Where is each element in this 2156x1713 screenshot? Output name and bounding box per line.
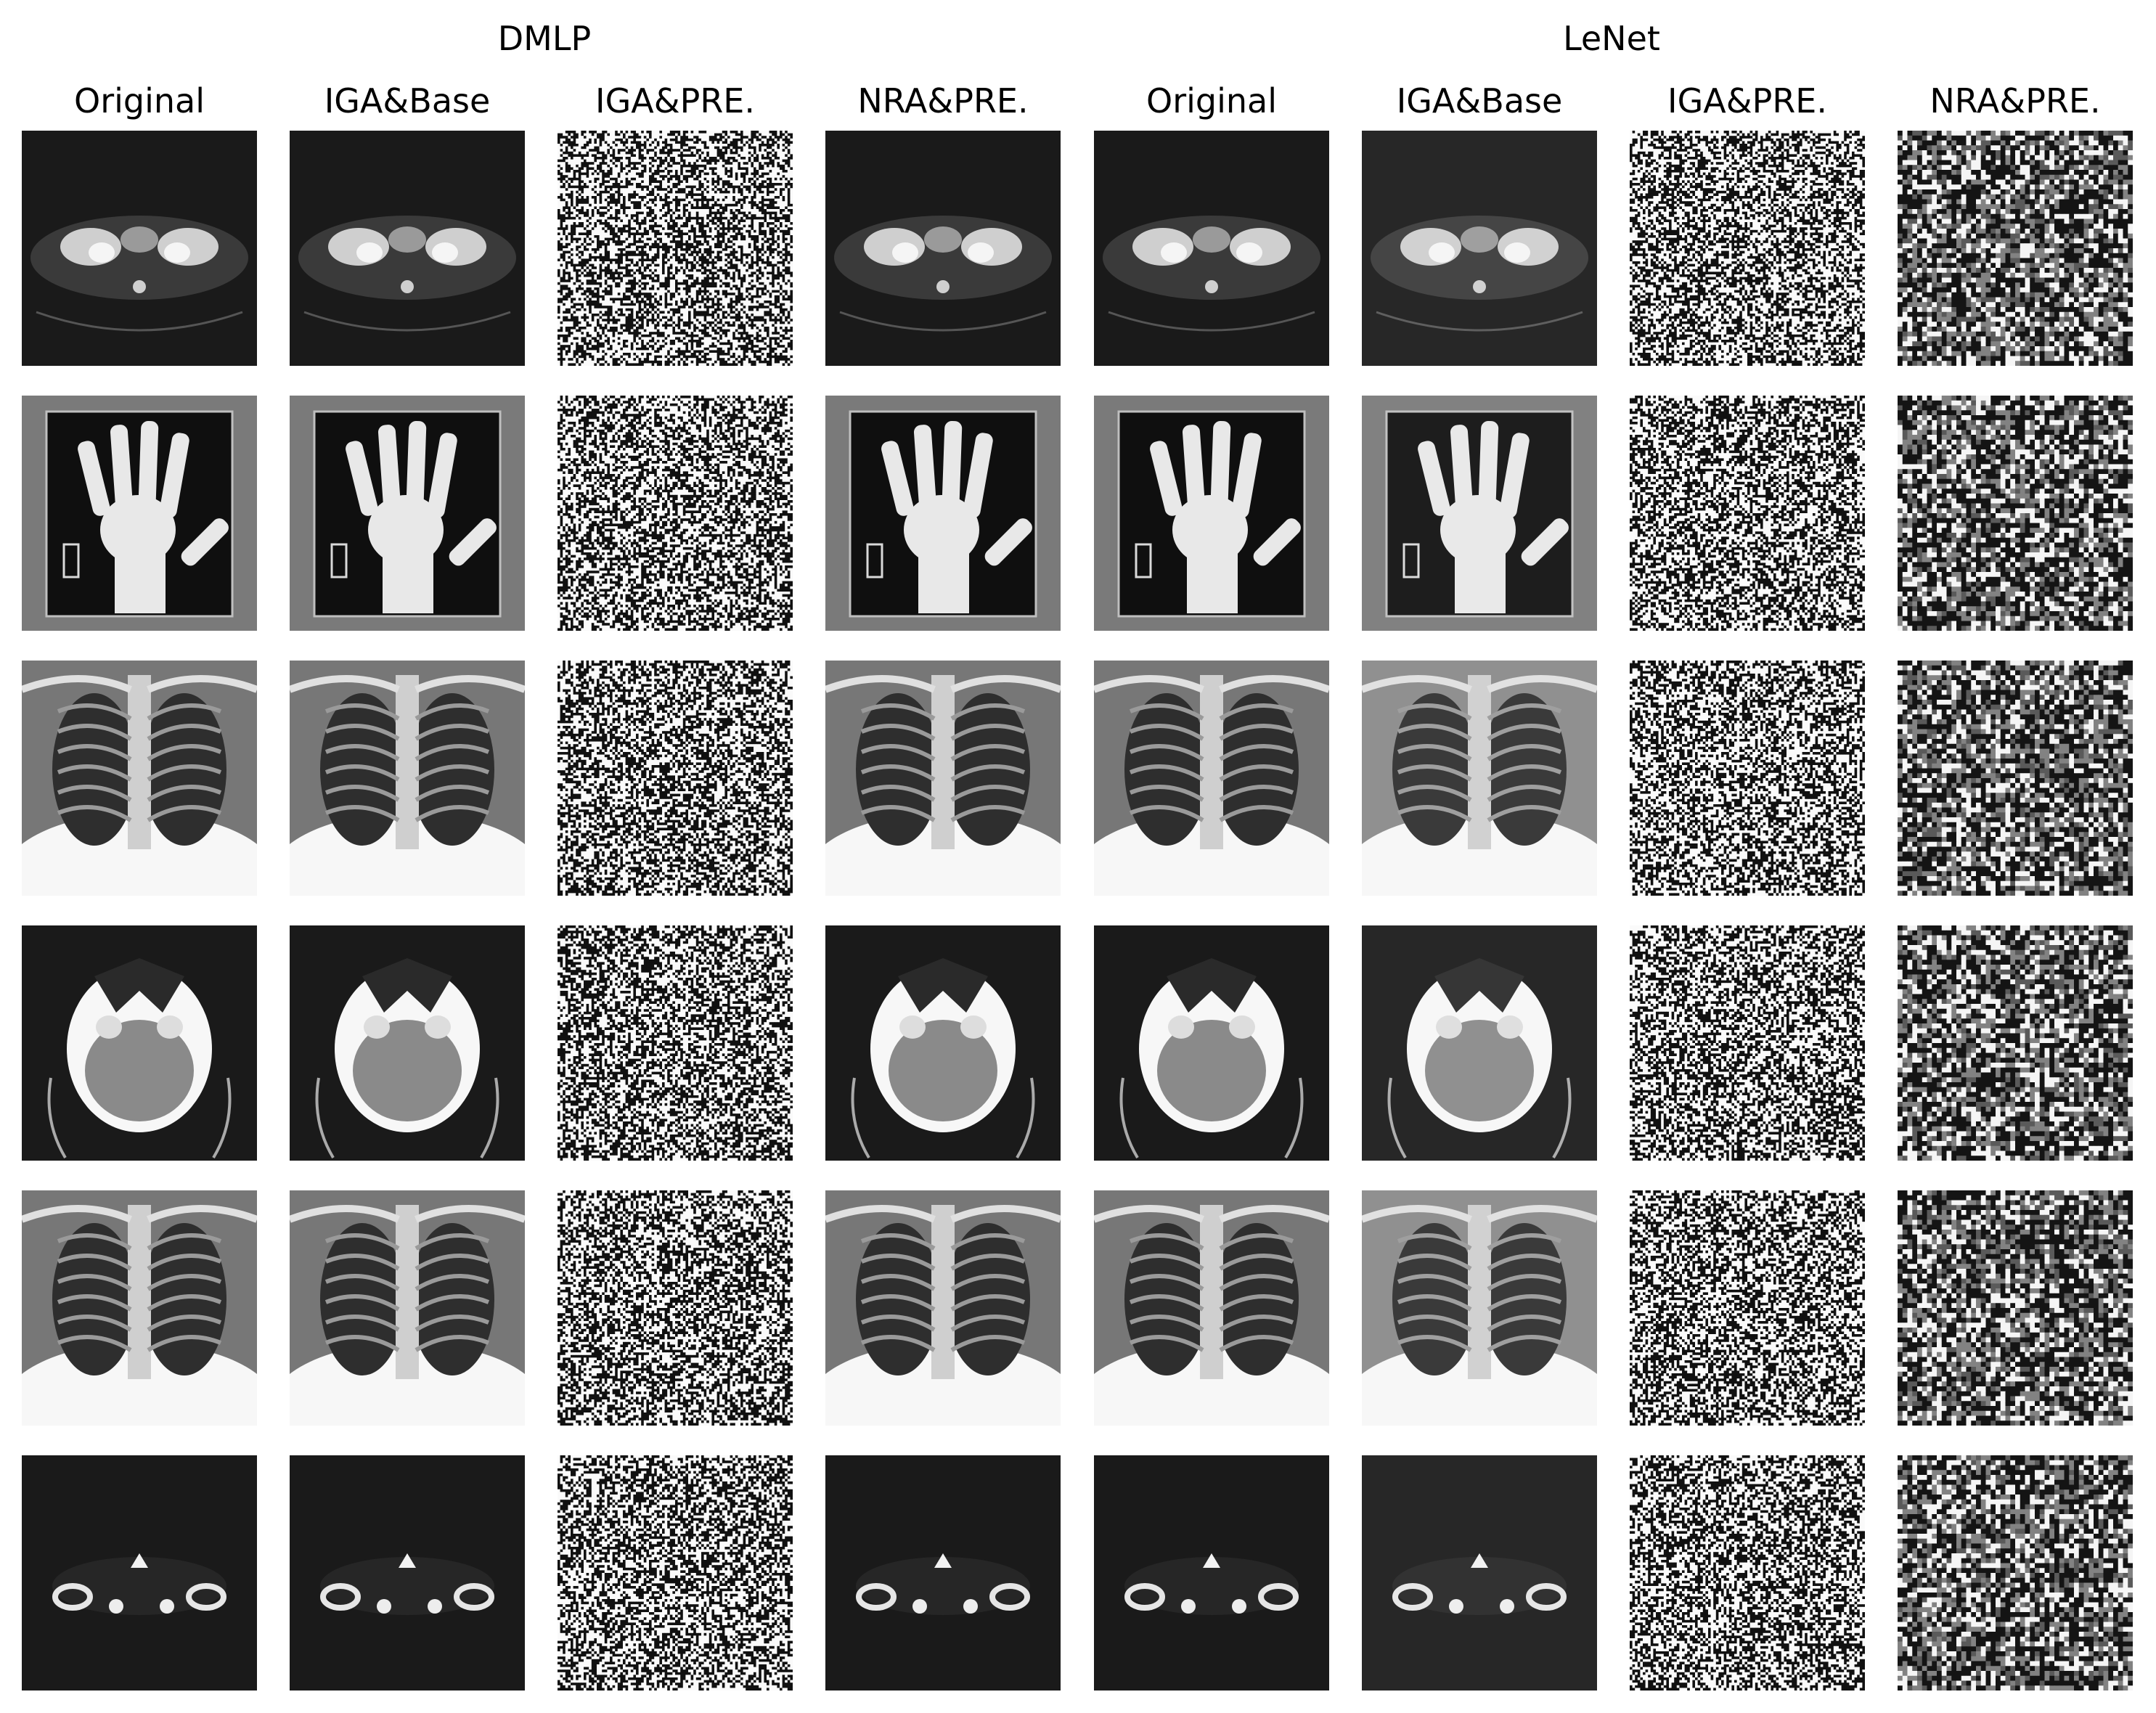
panel-image bbox=[825, 131, 1061, 366]
image-panel bbox=[1898, 131, 2133, 366]
image-panel bbox=[825, 661, 1061, 896]
image-panel bbox=[22, 396, 257, 631]
image-panel bbox=[1630, 661, 1865, 896]
image-panel bbox=[1094, 396, 1329, 631]
panel-image bbox=[825, 925, 1061, 1161]
panel-image bbox=[825, 1190, 1061, 1426]
panel-image bbox=[825, 1455, 1061, 1690]
panel-image bbox=[1094, 661, 1329, 896]
panel-image bbox=[1630, 1455, 1865, 1690]
panel-image bbox=[1898, 661, 2133, 896]
image-panel bbox=[22, 925, 257, 1161]
panel-image bbox=[558, 1455, 793, 1690]
panel-image bbox=[558, 396, 793, 631]
image-panel bbox=[1362, 1455, 1597, 1690]
image-panel bbox=[1362, 661, 1597, 896]
panel-image bbox=[825, 661, 1061, 896]
panel-image bbox=[558, 661, 793, 896]
image-panel bbox=[22, 131, 257, 366]
panel-image bbox=[1094, 396, 1329, 631]
image-panel bbox=[22, 1190, 257, 1426]
image-panel bbox=[1630, 1190, 1865, 1426]
image-panel bbox=[825, 1190, 1061, 1426]
panel-image bbox=[1362, 925, 1597, 1161]
image-panel bbox=[22, 1455, 257, 1690]
image-panel bbox=[1094, 925, 1329, 1161]
image-panel bbox=[558, 925, 793, 1161]
image-panel bbox=[1094, 661, 1329, 896]
image-panel bbox=[825, 131, 1061, 366]
image-panel bbox=[1362, 1190, 1597, 1426]
image-panel bbox=[1630, 131, 1865, 366]
panel-image bbox=[290, 1455, 525, 1690]
panel-image bbox=[1898, 131, 2133, 366]
image-panel bbox=[558, 396, 793, 631]
panel-image bbox=[558, 1190, 793, 1426]
image-panel bbox=[1630, 1455, 1865, 1690]
panel-image bbox=[1362, 396, 1597, 631]
image-panel bbox=[825, 925, 1061, 1161]
panel-image bbox=[1898, 1455, 2133, 1690]
panel-image bbox=[825, 396, 1061, 631]
panel-image bbox=[1898, 1190, 2133, 1426]
panel-image bbox=[22, 1455, 257, 1690]
panel-image bbox=[290, 925, 525, 1161]
image-panel bbox=[22, 661, 257, 896]
image-panel bbox=[290, 661, 525, 896]
image-panel bbox=[1898, 1190, 2133, 1426]
image-panel bbox=[1362, 396, 1597, 631]
panel-image bbox=[1094, 131, 1329, 366]
panel-image bbox=[22, 925, 257, 1161]
panel-image bbox=[1630, 1190, 1865, 1426]
image-panel bbox=[1630, 925, 1865, 1161]
panel-image bbox=[1094, 925, 1329, 1161]
panel-image bbox=[1630, 396, 1865, 631]
panel-image bbox=[290, 1190, 525, 1426]
image-panel bbox=[1094, 1190, 1329, 1426]
panel-image bbox=[22, 661, 257, 896]
image-panel bbox=[290, 396, 525, 631]
panel-image bbox=[1630, 131, 1865, 366]
image-panel bbox=[1094, 1455, 1329, 1690]
image-panel bbox=[290, 1455, 525, 1690]
image-panel bbox=[1630, 396, 1865, 631]
image-panel bbox=[825, 1455, 1061, 1690]
panel-image bbox=[1898, 396, 2133, 631]
image-panel bbox=[558, 661, 793, 896]
panel-image bbox=[1362, 131, 1597, 366]
image-panel bbox=[1362, 131, 1597, 366]
image-panel bbox=[558, 1190, 793, 1426]
image-panel bbox=[558, 131, 793, 366]
panel-image bbox=[290, 396, 525, 631]
panel-image bbox=[22, 131, 257, 366]
image-panel bbox=[290, 1190, 525, 1426]
panel-image bbox=[22, 1190, 257, 1426]
panel-image bbox=[1898, 925, 2133, 1161]
panel-image bbox=[1362, 1190, 1597, 1426]
panel-image bbox=[290, 661, 525, 896]
panel-image bbox=[290, 131, 525, 366]
image-panel bbox=[1898, 661, 2133, 896]
panel-image bbox=[1094, 1190, 1329, 1426]
image-panel bbox=[1898, 1455, 2133, 1690]
image-panel bbox=[1898, 925, 2133, 1161]
panel-image bbox=[558, 925, 793, 1161]
image-panel bbox=[290, 131, 525, 366]
image-panel bbox=[1362, 925, 1597, 1161]
panel-image bbox=[22, 396, 257, 631]
panel-image bbox=[1362, 661, 1597, 896]
image-panel bbox=[558, 1455, 793, 1690]
panel-image bbox=[1630, 661, 1865, 896]
panel-image bbox=[1362, 1455, 1597, 1690]
image-panel bbox=[825, 396, 1061, 631]
image-panel bbox=[1094, 131, 1329, 366]
image-panel bbox=[290, 925, 525, 1161]
panel-image bbox=[1094, 1455, 1329, 1690]
panel-image bbox=[558, 131, 793, 366]
panel-image bbox=[1630, 925, 1865, 1161]
image-panel bbox=[1898, 396, 2133, 631]
